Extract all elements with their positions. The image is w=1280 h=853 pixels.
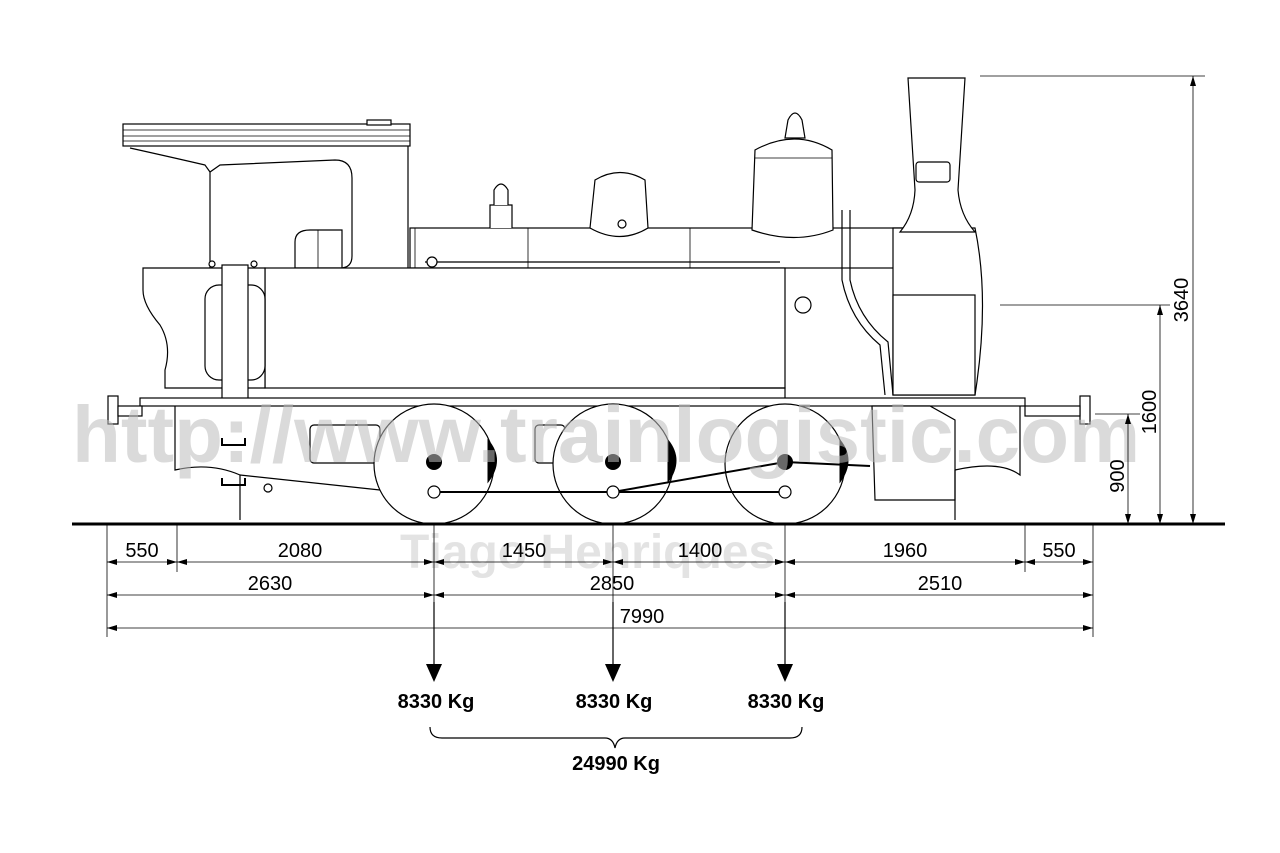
cab-door [221,264,249,406]
dim-rear-section: 2630 [248,573,293,595]
steam-dome [589,171,649,237]
dim-wheelbase: 2850 [590,573,635,595]
dim-height-1600: 1600 [1139,390,1161,435]
dim-axle2-axle3: 1400 [678,540,723,562]
total-load: 24990 Kg [572,753,660,775]
frame [139,397,1026,407]
axle-load-1: 8330 Kg [398,691,475,713]
dim-height-3640: 3640 [1171,278,1193,323]
dim-front-section: 2510 [918,573,963,595]
dim-axle1-axle2: 1450 [502,540,547,562]
dim-rear-to-axle1: 2080 [278,540,323,562]
axle-load-arrows [426,602,803,749]
dim-rear-overhang: 550 [125,540,158,562]
driving-wheels [373,403,871,525]
dim-front-overhang: 550 [1042,540,1075,562]
locomotive-drawing [72,77,1225,526]
cab-roof [122,123,411,147]
cylinder [871,405,956,501]
chimney [898,77,977,233]
watermark-author: Tiago Henriques [400,526,775,579]
dim-axle3-to-front: 1960 [883,540,928,562]
boiler [409,227,911,269]
side-tank [264,267,786,389]
cab-roof-support [129,147,353,269]
dim-total-length: 7990 [620,606,665,628]
dim-height-900: 900 [1107,459,1129,492]
watermark-url: http://www.trainlogistic.com [72,390,1140,479]
dimension-lines [106,75,1205,637]
axle-load-2: 8330 Kg [576,691,653,713]
safety-valve-dome [751,138,834,239]
axle-load-3: 8330 Kg [748,691,825,713]
